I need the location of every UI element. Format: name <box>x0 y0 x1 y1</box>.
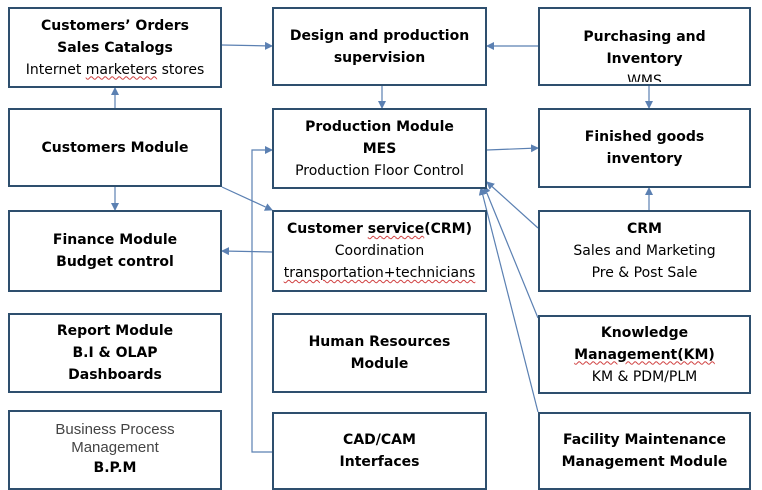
bpm-subtitle: Management <box>71 439 159 456</box>
bpm-abbr: B.P.M <box>93 460 137 476</box>
human-resources-box: Human Resources Module <box>272 313 487 393</box>
facility-title: Facility Maintenance <box>562 432 727 448</box>
customer-service-title: Customer service(CRM) <box>287 221 472 237</box>
arrow-km-to-production <box>482 185 539 319</box>
purchasing-inventory-box: Purchasing and Inventory WMS <box>538 7 751 86</box>
arrow-crm-to-production <box>486 181 539 229</box>
bi-olap-label: B.I & OLAP <box>72 345 158 361</box>
floor-control-label: Production Floor Control <box>295 162 464 179</box>
customers-module-box: Customers Module <box>8 108 222 187</box>
finished-goods-subtitle: inventory <box>606 151 683 167</box>
production-title: Production Module <box>305 118 454 135</box>
arrow-bracket-to-production <box>251 146 273 453</box>
customers-orders-box: Customers’ Orders Sales Catalogs Interne… <box>8 7 222 88</box>
crm-box: CRM Sales and Marketing Pre & Post Sale <box>538 210 751 292</box>
hr-subtitle: Module <box>350 356 409 372</box>
arrow-production-to-finished <box>486 144 539 153</box>
km-pdm-plm-label: KM & PDM/PLM <box>591 368 698 385</box>
pre-post-sale-label: Pre & Post Sale <box>591 265 698 281</box>
arrow-orders-to-design <box>221 41 273 50</box>
interfaces-label: Interfaces <box>339 454 420 470</box>
wms-label: WMS <box>627 72 662 82</box>
facility-maintenance-box: Facility Maintenance Management Module <box>538 412 751 490</box>
cad-cam-title: CAD/CAM <box>343 432 416 448</box>
finance-module-box: Finance Module Budget control <box>8 210 222 292</box>
arrow-service-to-finance <box>221 247 273 256</box>
report-module-box: Report Module B.I & OLAP Dashboards <box>8 313 222 393</box>
customer-service-box: Customer service(CRM) Coordination trans… <box>272 210 487 292</box>
facility-subtitle: Management Module <box>561 454 728 470</box>
arrow-facility-to-production <box>478 187 539 413</box>
internet-stores-label: Internet marketers stores <box>25 61 205 78</box>
transportation-label: transportation+technicians <box>283 265 476 281</box>
design-title: Design and production <box>289 27 470 44</box>
customers-module-title: Customers Module <box>41 139 189 156</box>
knowledge-title: Knowledge <box>600 324 689 341</box>
coordination-label: Coordination <box>334 243 425 259</box>
finished-goods-box: Finished goods inventory <box>538 108 751 188</box>
cad-cam-box: CAD/CAM Interfaces <box>272 412 487 490</box>
hr-title: Human Resources <box>308 334 451 350</box>
design-supervision-box: Design and production supervision <box>272 7 487 86</box>
crm-title: CRM <box>627 221 662 237</box>
mes-label: MES <box>362 140 397 157</box>
design-subtitle: supervision <box>333 49 426 66</box>
inventory-label: Inventory <box>606 50 683 67</box>
arrow-customers-to-service <box>221 186 273 211</box>
production-module-box: Production Module MES Production Floor C… <box>272 108 487 189</box>
sales-marketing-label: Sales and Marketing <box>573 243 716 259</box>
bpm-title: Business Process <box>55 421 175 438</box>
budget-control-label: Budget control <box>56 254 174 270</box>
knowledge-management-box: Knowledge Management(KM) KM & PDM/PLM <box>538 315 751 394</box>
finance-title: Finance Module <box>52 232 178 248</box>
km-title: Management(KM) <box>574 346 715 363</box>
purchasing-title: Purchasing and <box>583 28 706 45</box>
customers-orders-title: Customers’ Orders <box>41 17 189 34</box>
report-title: Report Module <box>56 323 174 339</box>
sales-catalogs-label: Sales Catalogs <box>57 39 173 56</box>
finished-goods-title: Finished goods <box>584 129 705 145</box>
bpm-box: Business Process Management B.P.M <box>8 410 222 490</box>
dashboards-label: Dashboards <box>68 367 162 383</box>
